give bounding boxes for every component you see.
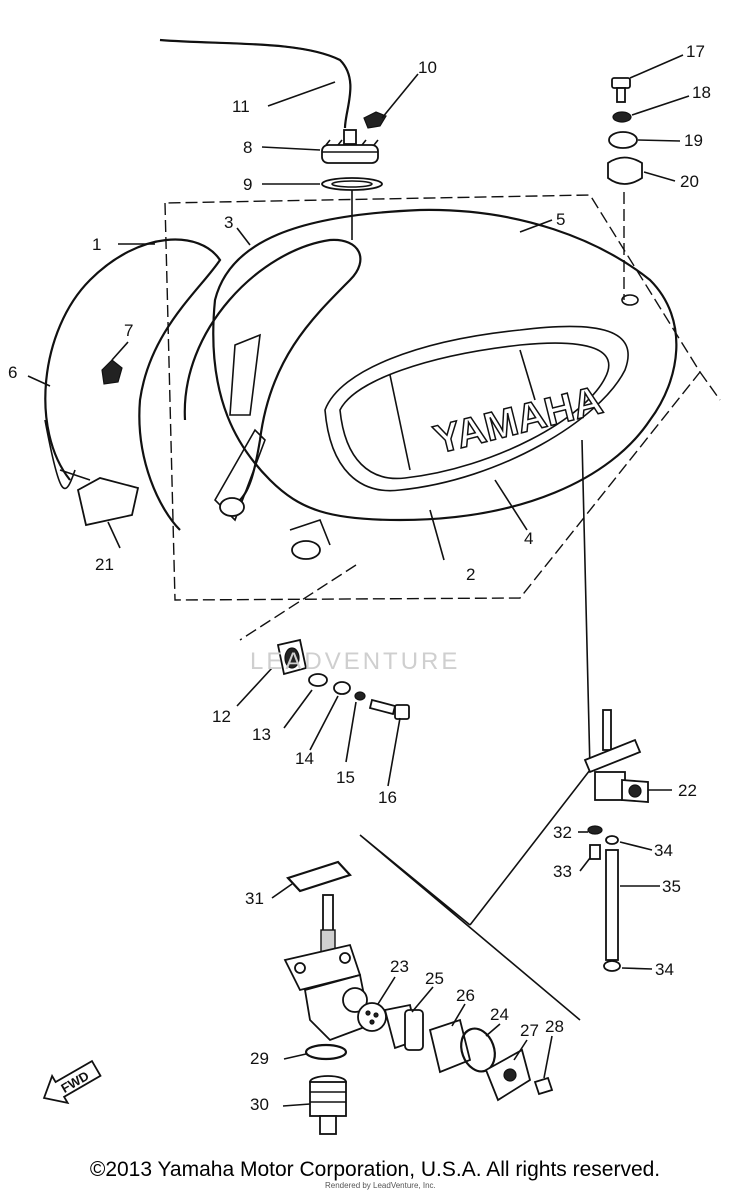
fuel-cap — [321, 129, 379, 164]
mount-bolt — [368, 698, 410, 720]
callout-16: 16 — [378, 788, 397, 807]
callout-9: 9 — [243, 175, 252, 194]
callout-14: 14 — [295, 749, 314, 768]
trim-clip — [101, 359, 123, 385]
fuel-cock-upper — [583, 709, 649, 803]
callout-11: 11 — [232, 97, 250, 116]
assembly-frame — [164, 194, 701, 601]
callout-27: 27 — [520, 1021, 539, 1040]
cock-washer — [587, 825, 603, 835]
cock-lever — [383, 1003, 424, 1051]
callout-17: 17 — [686, 42, 705, 61]
callout-28: 28 — [545, 1017, 564, 1036]
mount-damper — [276, 638, 308, 676]
fuel-pipe — [603, 849, 621, 972]
callout-35: 35 — [662, 877, 681, 896]
callout-3: 3 — [224, 213, 233, 232]
damper-small — [608, 131, 638, 149]
tank-brand-logo: YAMAHA — [429, 378, 606, 462]
callout-33: 33 — [553, 862, 572, 881]
callout-20: 20 — [680, 172, 699, 191]
callout-34: 34 — [654, 841, 673, 860]
fuel-tank: YAMAHA — [212, 208, 678, 560]
fuel-cock-body — [283, 894, 372, 1042]
cap-gasket — [321, 177, 383, 191]
callout-26: 26 — [456, 986, 475, 1005]
knee-trim-outer — [44, 238, 222, 531]
callout-21: 21 — [95, 555, 114, 574]
render-credit: Rendered by LeadVenture, Inc. — [325, 1181, 436, 1190]
callout-13: 13 — [252, 725, 271, 744]
mount-washer — [333, 681, 351, 695]
callout-29: 29 — [250, 1049, 269, 1068]
callout-18: 18 — [692, 83, 711, 102]
leader-lines — [27, 54, 690, 1107]
callout-5: 5 — [556, 210, 565, 229]
callout-2: 2 — [466, 565, 475, 584]
callout-31: 31 — [245, 889, 264, 908]
callout-1: 1 — [92, 235, 101, 254]
washer-top — [612, 111, 632, 123]
fuel-filter-cup — [309, 1075, 347, 1135]
callout-23: 23 — [390, 957, 409, 976]
mount-collar — [308, 673, 328, 687]
callout-7: 7 — [124, 321, 133, 340]
watermark: LEADVENTURE — [250, 648, 461, 675]
frame-leader — [699, 371, 721, 401]
callouts: 1 2 3 4 5 6 7 8 9 10 11 12 13 14 15 16 1… — [8, 42, 711, 1114]
callout-25: 25 — [425, 969, 444, 988]
oring-large — [286, 860, 352, 893]
callout-8: 8 — [243, 138, 252, 157]
cock-gasket — [357, 1002, 387, 1032]
cover-screw — [533, 1076, 554, 1096]
callout-4: 4 — [524, 529, 533, 548]
callout-24: 24 — [490, 1005, 509, 1024]
callout-32: 32 — [553, 823, 572, 842]
callout-22: 22 — [678, 781, 697, 800]
mount-lockwasher — [354, 691, 366, 701]
copyright-footer: ©2013 Yamaha Motor Corporation, U.S.A. A… — [89, 1158, 661, 1181]
oring-small — [304, 1043, 348, 1061]
hose-clip — [363, 111, 387, 129]
cock-screw — [589, 844, 601, 860]
hose-clamp-top — [605, 835, 619, 845]
callout-15: 15 — [336, 768, 355, 787]
fwd-arrow: FWD — [42, 1059, 102, 1105]
callout-34-lower: 34 — [655, 960, 674, 979]
knee-trim-inner — [183, 238, 362, 501]
callout-10: 10 — [418, 58, 437, 77]
callout-12: 12 — [212, 707, 231, 726]
callout-19: 19 — [684, 131, 703, 150]
damper-large — [607, 156, 643, 185]
tank-bolt-top — [611, 77, 631, 103]
knee-pad — [76, 477, 140, 527]
cock-spring-plate — [428, 1018, 472, 1074]
callout-6: 6 — [8, 363, 17, 382]
callout-30: 30 — [250, 1095, 269, 1114]
